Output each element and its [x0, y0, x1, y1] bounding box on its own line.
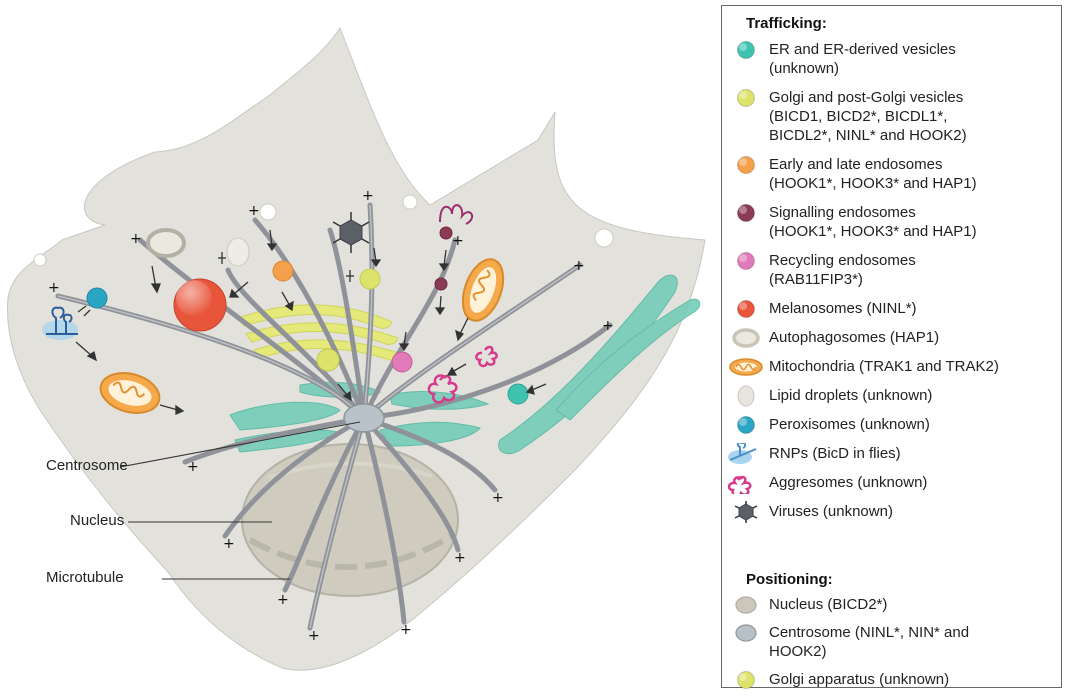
recycling-endosome [392, 352, 412, 372]
signalling-endosome [435, 278, 447, 290]
legend-item-line: Golgi and post-Golgi vesicles [769, 88, 967, 107]
golgi-apparatus-icon [726, 669, 766, 691]
legend-item-line: ER and ER-derived vesicles [769, 40, 956, 59]
plus-sign: + [573, 258, 585, 274]
legend-item-line: BICDL2*, NINL* and HOOK2) [769, 126, 967, 145]
rnp-icon [726, 443, 766, 465]
golgi-vesicle-icon [726, 87, 766, 109]
centrosome-icon [726, 622, 766, 644]
plus-sign: + [130, 231, 142, 247]
legend-item-line: Autophagosomes (HAP1) [769, 328, 939, 347]
positioning-heading: Positioning: [746, 571, 833, 588]
legend-item-line: RNPs (BicD in flies) [769, 444, 901, 463]
plus-sign: + [223, 536, 235, 552]
legend-item-line: (BICD1, BICD2*, BICDL1*, [769, 107, 967, 126]
legend-item-label: Viruses (unknown) [769, 502, 893, 521]
legend-item-line: Melanosomes (NINL*) [769, 299, 917, 318]
legend-item-line: Mitochondria (TRAK1 and TRAK2) [769, 357, 999, 376]
legend-item-line: Early and late endosomes [769, 155, 977, 174]
signalling-endosome [440, 227, 452, 239]
legend-item-label: Peroxisomes (unknown) [769, 415, 930, 434]
plus-sign: + [277, 592, 289, 608]
legend-item-line: (HOOK1*, HOOK3* and HAP1) [769, 174, 977, 193]
legend-item-label: Golgi apparatus (unknown) [769, 670, 949, 689]
plus-sign: + [602, 318, 614, 334]
plus-sign: + [452, 233, 464, 249]
cell-diagram: + + + + + + + + + + + + + + [0, 0, 720, 693]
plus-sign: + [454, 550, 466, 566]
legend-item-line: HOOK2) [769, 642, 969, 661]
legend-item-label: Aggresomes (unknown) [769, 473, 927, 492]
legend-item-label: Mitochondria (TRAK1 and TRAK2) [769, 357, 999, 376]
signalling-endosome-icon [726, 202, 766, 224]
legend-item-label: Melanosomes (NINL*) [769, 299, 917, 318]
autophagosome-icon [726, 327, 766, 349]
er-vesicle [508, 384, 528, 404]
legend-item-line: (HOOK1*, HOOK3* and HAP1) [769, 222, 977, 241]
golgi-vesicle [360, 269, 380, 289]
endosome [273, 261, 293, 281]
mitochondria-icon [726, 356, 766, 378]
lipid-droplet [227, 238, 249, 266]
autophagosome [148, 230, 184, 256]
golgi-vesicle [317, 349, 339, 371]
legend-item-line: Recycling endosomes [769, 251, 916, 270]
legend: Trafficking: ER and ER-derived vesicles(… [721, 5, 1062, 688]
virus-icon [726, 501, 766, 523]
plus-sign: + [492, 490, 504, 506]
centrosome [344, 404, 384, 432]
legend-item-label: Recycling endosomes(RAB11FIP3*) [769, 251, 916, 289]
callout-nucleus: Nucleus [70, 512, 124, 529]
legend-item-label: Lipid droplets (unknown) [769, 386, 932, 405]
peroxisome [87, 288, 107, 308]
legend-item-line: Nucleus (BICD2*) [769, 595, 887, 614]
recycling-endosome-icon [726, 250, 766, 272]
plus-sign: + [400, 622, 412, 638]
legend-item-label: RNPs (BicD in flies) [769, 444, 901, 463]
legend-item-line: Viruses (unknown) [769, 502, 893, 521]
legend-item-line: (unknown) [769, 59, 956, 78]
plus-sign: + [308, 628, 320, 644]
plus-sign: + [248, 203, 260, 219]
legend-item-label: Autophagosomes (HAP1) [769, 328, 939, 347]
legend-item-label: Early and late endosomes(HOOK1*, HOOK3* … [769, 155, 977, 193]
legend-item-label: ER and ER-derived vesicles(unknown) [769, 40, 956, 78]
callout-microtubule: Microtubule [46, 569, 124, 586]
legend-item-line: (RAB11FIP3*) [769, 270, 916, 289]
er-vesicle-icon [726, 39, 766, 61]
melanosome-icon [726, 298, 766, 320]
lipid-droplet-icon [726, 385, 766, 407]
nucleus-icon [726, 594, 766, 616]
legend-item-line: Peroxisomes (unknown) [769, 415, 930, 434]
legend-item-label: Nucleus (BICD2*) [769, 595, 887, 614]
legend-item-label: Signalling endosomes(HOOK1*, HOOK3* and … [769, 203, 977, 241]
plus-sign: + [362, 188, 374, 204]
legend-item-line: Aggresomes (unknown) [769, 473, 927, 492]
legend-item-line: Golgi apparatus (unknown) [769, 670, 949, 689]
endosome-icon [726, 154, 766, 176]
legend-item-line: Signalling endosomes [769, 203, 977, 222]
legend-item-line: Centrosome (NINL*, NIN* and [769, 623, 969, 642]
plus-sign: + [187, 459, 199, 475]
aggresome-icon [726, 472, 766, 494]
peroxisome-icon [726, 414, 766, 436]
callout-centrosome: Centrosome [46, 457, 128, 474]
legend-item-line: Lipid droplets (unknown) [769, 386, 932, 405]
trafficking-heading: Trafficking: [746, 15, 827, 32]
legend-item-label: Golgi and post-Golgi vesicles(BICD1, BIC… [769, 88, 967, 145]
plus-sign: + [48, 280, 60, 296]
